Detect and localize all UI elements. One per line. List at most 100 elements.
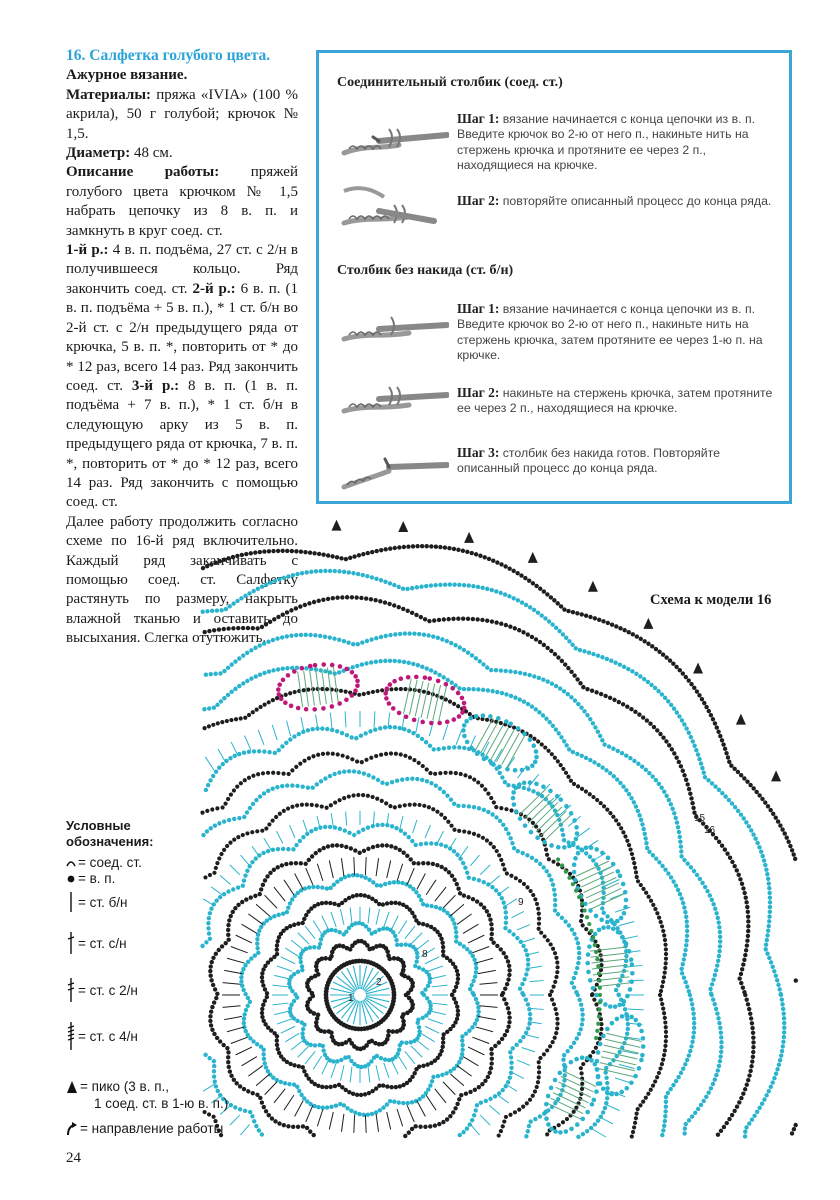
chain-dot (715, 1068, 721, 1073)
chain-dot (309, 828, 314, 834)
chain-dot (729, 801, 735, 806)
chain-dot (397, 804, 402, 809)
chain-dot (564, 1116, 570, 1122)
chain-dot (209, 608, 215, 614)
chain-dot (669, 747, 675, 752)
chain-dot (778, 823, 783, 828)
chain-dot (262, 549, 267, 554)
chain-dot (208, 778, 213, 783)
chain-dot (380, 1083, 386, 1088)
chain-dot (245, 1003, 250, 1009)
chain-dot (469, 982, 474, 988)
chain-dot (449, 680, 454, 685)
chain-dot (503, 986, 508, 991)
chain-dot (441, 675, 446, 680)
chain-dot (349, 735, 354, 740)
chain-dot (383, 633, 388, 639)
chain-dot (589, 1058, 594, 1063)
chain-dot (358, 892, 363, 898)
chain-dot (242, 778, 247, 783)
chain-dot (659, 692, 665, 697)
chain-dot (265, 1069, 271, 1074)
chain-dot (277, 577, 282, 582)
chain-dot (744, 820, 749, 825)
chain-dot (231, 1077, 237, 1082)
chain-dot (327, 670, 333, 675)
chain-dot (597, 992, 603, 998)
chain-dot (533, 897, 538, 902)
chain-dot (362, 893, 367, 898)
stitch-mark (599, 1062, 635, 1072)
chain-dot (327, 824, 333, 830)
chain-dot (469, 1117, 475, 1123)
chain-dot (211, 1074, 217, 1079)
chain-dot (686, 678, 691, 683)
chain-dot (561, 689, 567, 694)
stitch-mark (235, 934, 253, 944)
chain-dot (355, 571, 361, 577)
chain-dot (469, 653, 475, 658)
chain-dot (284, 610, 290, 615)
chain-dot (441, 1032, 446, 1037)
chain-dot (597, 1036, 602, 1041)
legend-item-dc: = ст. с/н (66, 930, 127, 956)
chain-dot (478, 1100, 484, 1105)
chain-dot (435, 862, 440, 868)
chain-dot (392, 603, 397, 608)
chain-dot (584, 1055, 590, 1061)
chain-dot (250, 830, 255, 835)
chain-dot (568, 1044, 574, 1050)
chain-dot (529, 634, 535, 640)
chain-dot (378, 883, 383, 888)
chain-dot (270, 698, 275, 703)
chain-dot (686, 1053, 692, 1058)
stitch-mark (412, 819, 418, 834)
row-number: 8 (422, 949, 428, 960)
chain-dot (628, 957, 634, 962)
chain-dot (517, 628, 522, 633)
chain-dot (637, 813, 642, 818)
chain-dot (513, 809, 519, 814)
chain-dot (416, 861, 421, 866)
chain-dot (660, 863, 665, 869)
chain-dot (690, 800, 695, 806)
chain-dot (613, 987, 619, 993)
chain-dot (659, 785, 664, 790)
chain-dot (204, 564, 210, 569)
chain-dot (460, 548, 466, 553)
chain-dot (692, 685, 697, 691)
chain-dot (255, 941, 260, 946)
chain-dot (712, 1077, 717, 1082)
chain-dot (471, 584, 476, 589)
chain-dot (504, 871, 509, 876)
chain-dot (386, 701, 392, 706)
chain-dot (674, 710, 680, 715)
chain-dot (202, 629, 207, 635)
chain-dot (306, 687, 311, 692)
chain-dot (439, 842, 444, 847)
chain-dot (653, 646, 659, 652)
chain-dot (384, 926, 390, 931)
stitch-mark (328, 860, 334, 879)
chain-dot (344, 732, 350, 738)
chain-dot (594, 1067, 600, 1072)
chain-dot (679, 971, 685, 976)
chain-dot (440, 637, 445, 642)
chain-dot (527, 1021, 532, 1026)
chain-dot (604, 1065, 609, 1071)
chain-dot (333, 800, 338, 805)
chain-dot (779, 997, 785, 1002)
chain-dot (296, 1064, 301, 1069)
chain-dot (749, 1021, 755, 1026)
chain-dot (604, 1096, 610, 1101)
chain-dot (431, 747, 436, 752)
chain-dot (714, 725, 720, 730)
chain-dot (599, 958, 604, 963)
stitch-mark (560, 1076, 594, 1093)
chain-dot (567, 639, 572, 644)
chain-dot (265, 770, 271, 775)
chain-dot (480, 716, 485, 722)
stitch-mark (434, 886, 447, 902)
chain-dot (745, 933, 751, 939)
chain-dot (507, 566, 512, 571)
